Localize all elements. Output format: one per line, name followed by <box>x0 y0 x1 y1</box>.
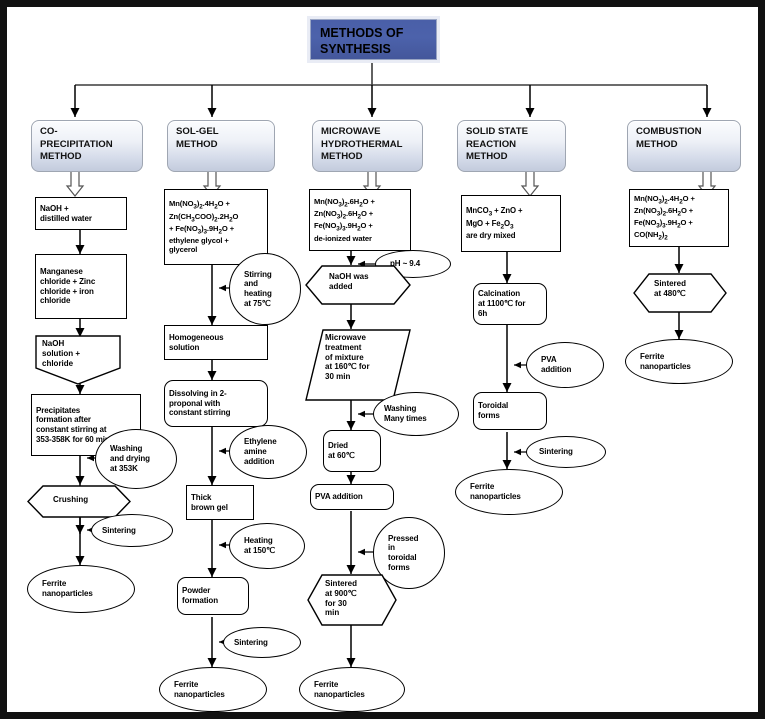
node-combustion-precursors[interactable]: Mn(NO3)2.4H2O +Zn(NO3)2.6H2O +Fe(NO3)3.9… <box>629 189 729 247</box>
node-label: Mn(NO3)2.4H2O +Zn(CH3COO)2.2H2O+ Fe(NO3)… <box>169 199 239 255</box>
node-label: NaOH +distilled water <box>40 203 92 223</box>
node-sintering[interactable]: Sintering <box>223 627 301 658</box>
node-label: Sintering <box>102 525 136 535</box>
node-sintering[interactable]: Sintering <box>91 514 173 547</box>
title-line-1: METHODS OF <box>320 26 404 40</box>
title-line-2: SYNTHESIS <box>320 42 391 56</box>
node-naoh-distilled-water[interactable]: NaOH +distilled water <box>35 197 127 230</box>
node-label: pH ~ 9.4 <box>390 259 421 269</box>
node-pva-addition[interactable]: PVA addition <box>310 484 394 510</box>
node-label: PVA addition <box>315 492 363 502</box>
title-box: METHODS OF SYNTHESIS <box>310 19 437 60</box>
node-label: Mn(NO3)2.4H2O +Zn(NO3)2.6H2O +Fe(NO3)3.9… <box>634 193 695 242</box>
node-crushing[interactable]: Crushing <box>27 485 131 518</box>
node-label: Mn(NO3)2.6H2O +Zn(NO3)2.6H2O +Fe(NO3)3.9… <box>314 197 375 243</box>
node-solgel-precursors[interactable]: Mn(NO3)2.4H2O +Zn(CH3COO)2.2H2O+ Fe(NO3)… <box>164 189 268 265</box>
node-label: Sintering <box>234 637 268 647</box>
node-label: Sintering <box>539 447 573 457</box>
node-label: Crushing <box>53 495 89 504</box>
node-microwave-precursors[interactable]: Mn(NO3)2.6H2O +Zn(NO3)2.6H2O +Fe(NO3)3.9… <box>309 189 411 251</box>
node-sintering[interactable]: Sintering <box>526 436 606 468</box>
